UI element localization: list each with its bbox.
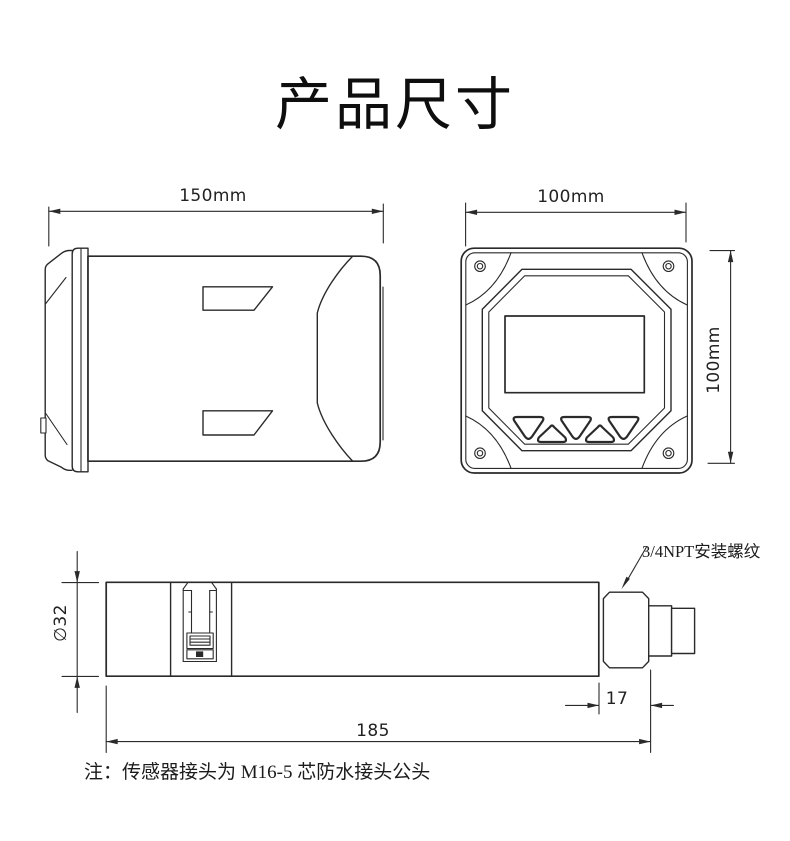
connector-step-2 [670,607,696,655]
connector-step-1 [648,605,673,657]
button-up-2 [584,424,616,444]
front-panel-inner-outline [465,252,688,469]
button-down-3 [607,415,640,440]
button-down-1 [512,415,545,440]
side-view-cover-seam [316,255,354,462]
dim-150mm [48,203,384,247]
side-view-body [87,255,382,463]
thread-callout-leader [621,546,648,589]
dim-thread-17 [564,682,675,715]
side-view-hood [44,249,73,471]
front-view-drawing [460,202,736,474]
dim-length-185 [105,669,652,754]
side-view-drawing [40,203,384,473]
dim-100mm-height [707,250,736,464]
dim-label-17: 17 [605,689,629,709]
keypad-buttons [512,415,640,444]
corner-screws [474,260,675,460]
footnote: 注：传感器接头为 M16-5 芯防水接头公头 [84,762,431,783]
thread-callout-label: 3/4NPT安装螺纹 [642,542,761,561]
page-title: 产品尺寸 [275,73,515,137]
display-frame-inner [488,275,666,445]
vent-slot-bottom [202,410,274,436]
dim-100mm-width [465,202,687,247]
side-view-bezel [71,247,89,473]
dim-label-185: 185 [356,721,390,741]
lcd-screen [504,315,646,394]
dim-label-100mm-height: 100mm [704,326,724,394]
probe-drawing [61,546,696,754]
dim-label-diameter-32: ∅32 [51,604,71,642]
vent-slot-top [202,286,274,311]
side-view-latch-tab [40,417,47,434]
sensor-window [196,651,204,657]
thread-section [602,591,650,669]
button-up-1 [536,424,568,444]
dim-diameter-32 [61,550,100,714]
display-frame-outer [481,268,672,452]
dim-label-100mm-width: 100mm [537,187,605,207]
dim-label-150mm: 150mm [179,186,247,206]
button-down-2 [560,415,592,440]
probe-body [105,581,600,678]
sensor-slot [182,581,217,663]
